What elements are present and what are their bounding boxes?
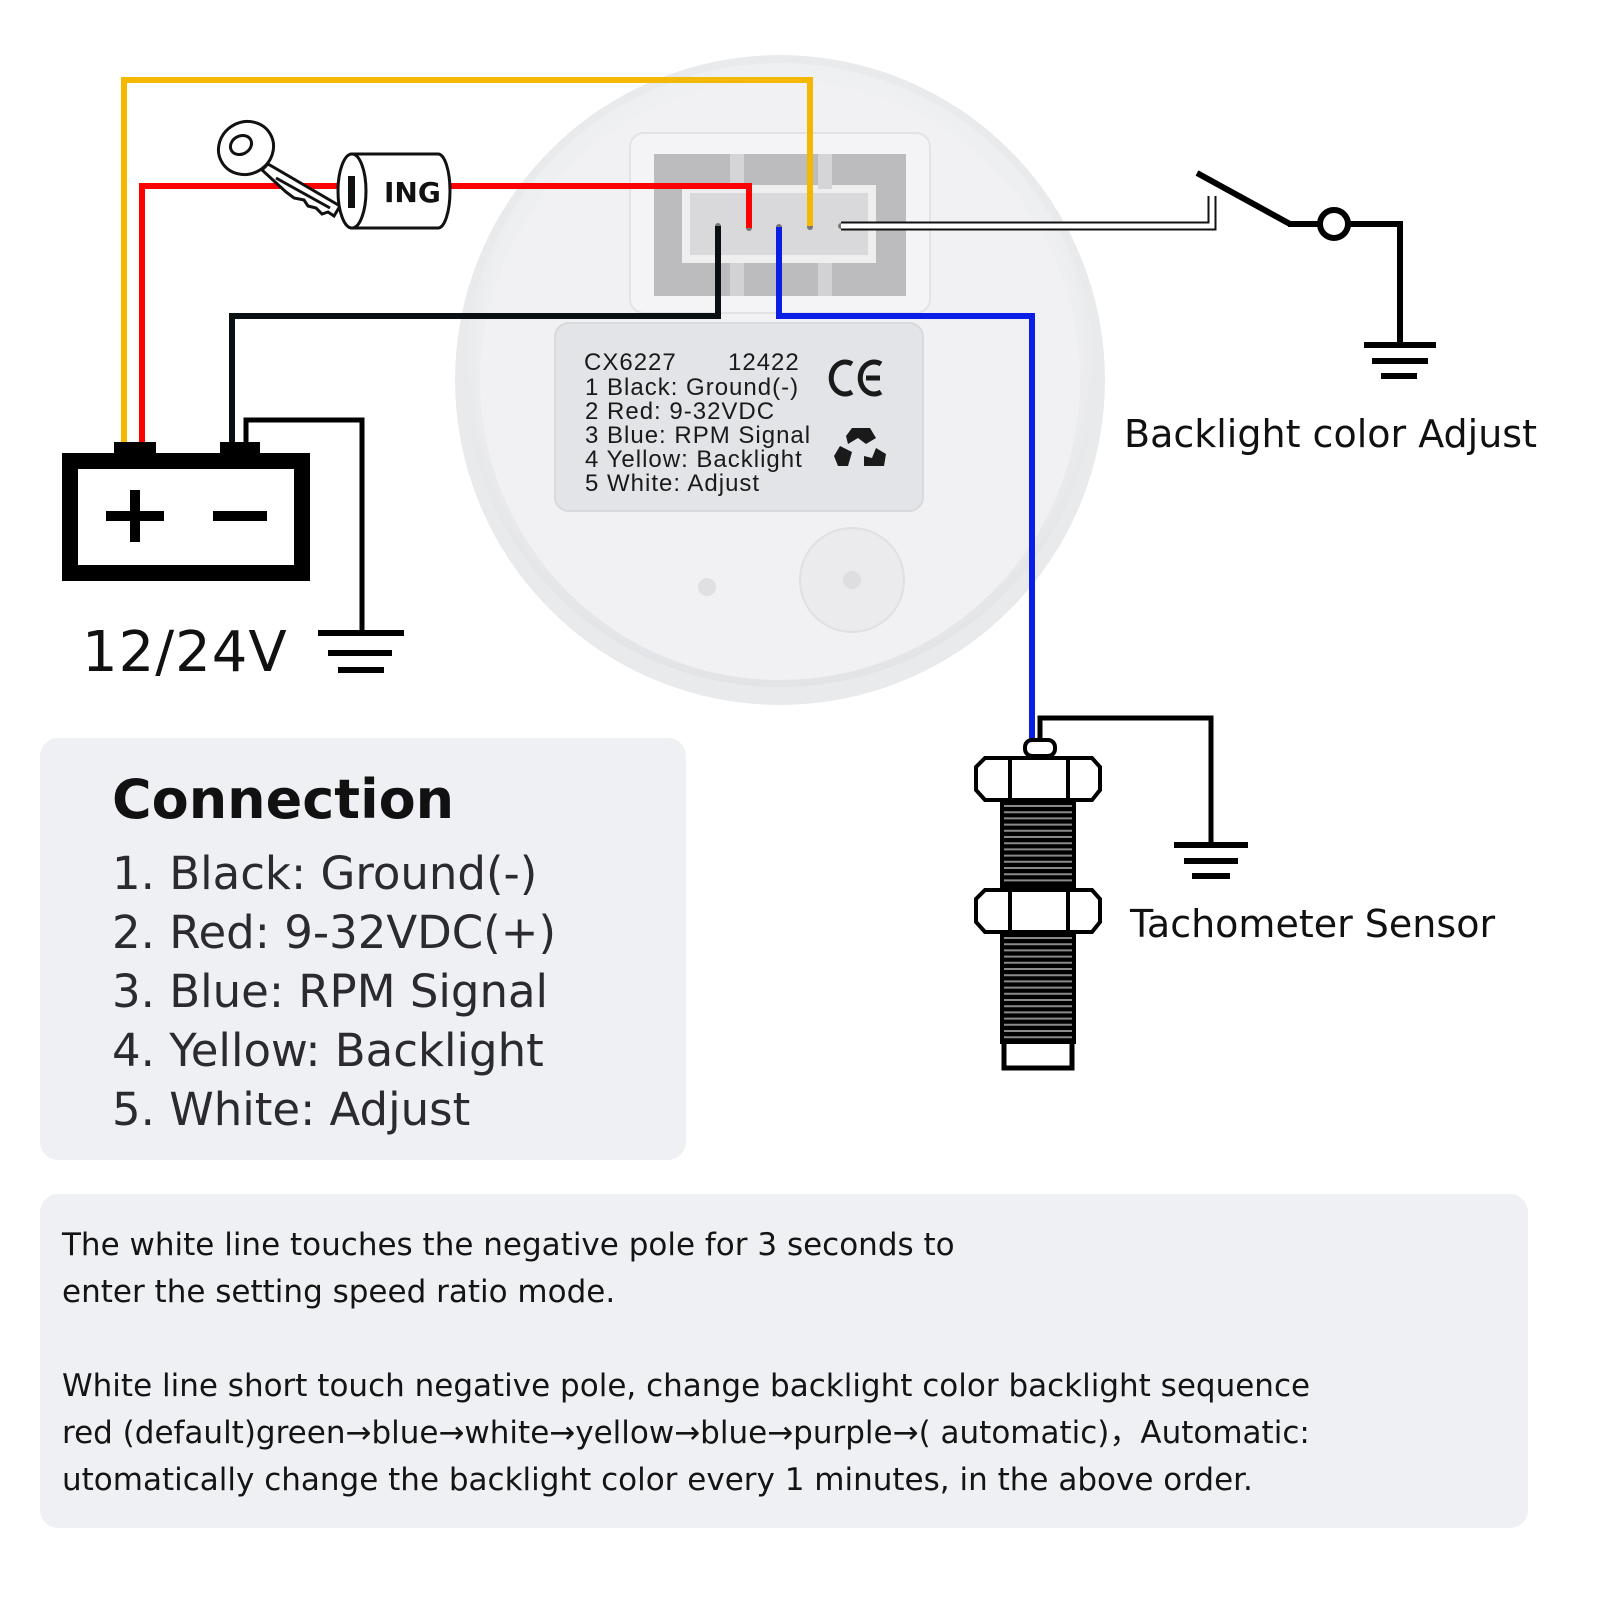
battery-icon bbox=[62, 442, 310, 581]
connection-item: 3. Blue: RPM Signal bbox=[112, 965, 549, 1018]
wire-blue bbox=[776, 227, 1035, 742]
wire-battery-ground bbox=[243, 417, 365, 632]
vent-hole bbox=[698, 578, 716, 596]
minus-icon bbox=[213, 511, 267, 521]
battery-voltage-label: 12/24V bbox=[82, 620, 288, 685]
product-code: 12422 bbox=[728, 349, 800, 376]
note-setting-mode: The white line touches the negative pole… bbox=[62, 1227, 955, 1310]
ground-symbol-sensor bbox=[1174, 842, 1248, 879]
tachometer-sensor-icon bbox=[974, 715, 1214, 1071]
ignition-key-icon bbox=[216, 119, 343, 219]
label-line-5: 5 White: Adjust bbox=[585, 470, 760, 497]
ignition-switch-icon: ING bbox=[336, 152, 452, 230]
connection-panel: Connection 1. Black: Ground(-) 2. Red: 9… bbox=[40, 738, 686, 1160]
wire-yellow bbox=[121, 77, 813, 445]
connection-title: Connection bbox=[112, 768, 455, 831]
connection-item: 4. Yellow: Backlight bbox=[112, 1024, 544, 1077]
recycle-icon bbox=[834, 428, 886, 466]
ignition-label: ING bbox=[384, 176, 441, 209]
backlight-switch-icon bbox=[1195, 170, 1403, 345]
sensor-label: Tachometer Sensor bbox=[1130, 902, 1496, 946]
product-model: CX6227 bbox=[584, 349, 677, 376]
connection-item: 1. Black: Ground(-) bbox=[112, 847, 538, 900]
note-backlight-sequence: White line short touch negative pole, ch… bbox=[62, 1368, 1311, 1498]
ground-symbol-battery bbox=[318, 630, 404, 673]
label-line-3: 3 Blue: RPM Signal bbox=[585, 422, 811, 449]
gauge-back: CX6227 12422 1 Black: Ground(-) 2 Red: 9… bbox=[455, 55, 1105, 705]
wire-black bbox=[229, 226, 721, 445]
connection-list: 1. Black: Ground(-) 2. Red: 9-32VDC(+) 3… bbox=[112, 844, 556, 1139]
label-line-4: 4 Yellow: Backlight bbox=[585, 446, 803, 473]
connection-item: 5. White: Adjust bbox=[112, 1083, 471, 1136]
mount-hole bbox=[843, 571, 861, 589]
connection-item: 2. Red: 9-32VDC(+) bbox=[112, 906, 557, 959]
label-line-1: 1 Black: Ground(-) bbox=[585, 374, 799, 401]
label-line-2: 2 Red: 9-32VDC bbox=[585, 398, 775, 425]
ce-mark-icon bbox=[828, 359, 883, 397]
ground-symbol-switch bbox=[1364, 342, 1436, 379]
backlight-switch-label: Backlight color Adjust bbox=[1124, 412, 1537, 456]
notes-panel: The white line touches the negative pole… bbox=[40, 1194, 1528, 1528]
